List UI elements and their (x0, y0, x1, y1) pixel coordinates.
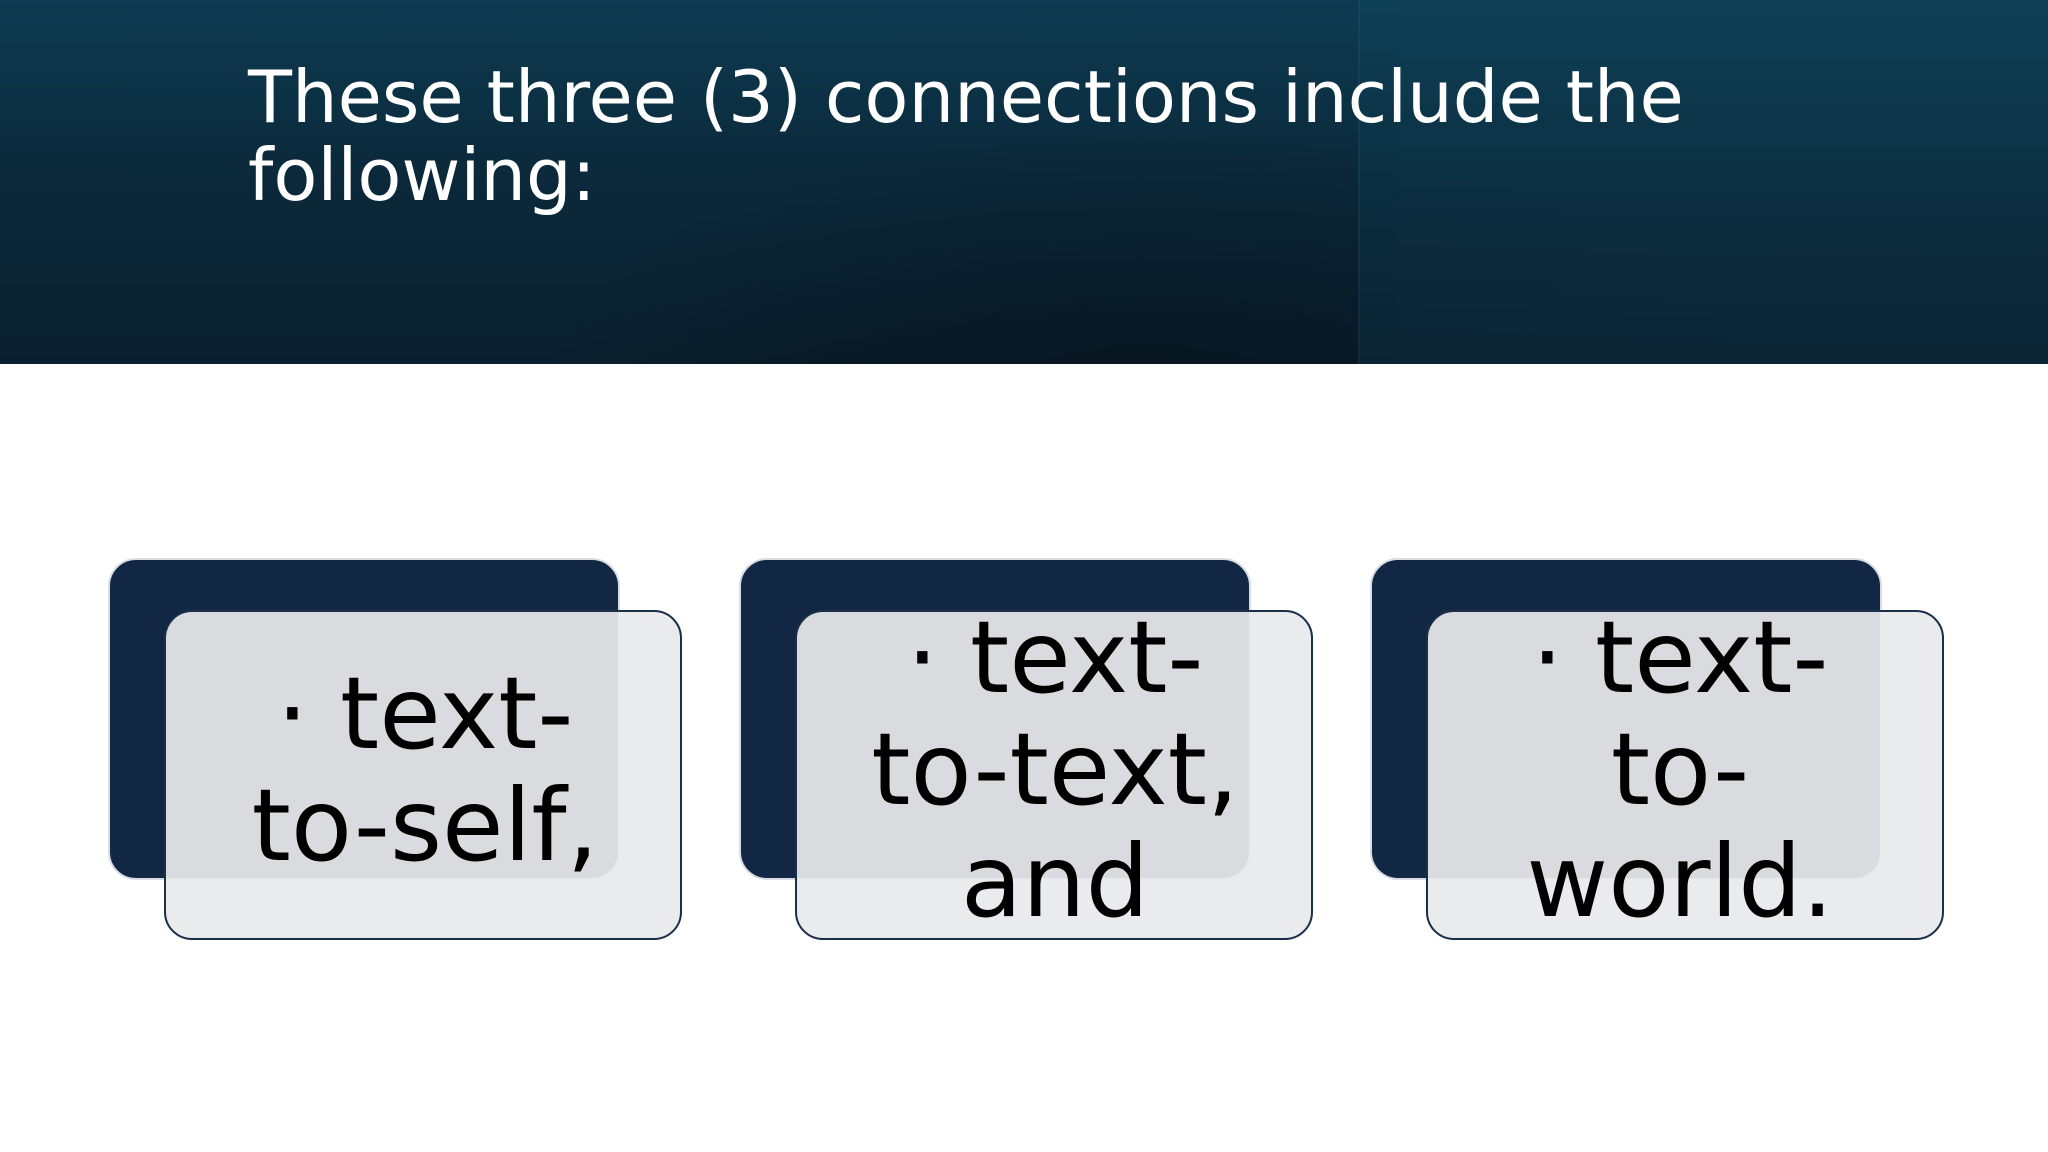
card-1-text: · text- to-self, (251, 655, 599, 884)
card-1-front (164, 610, 682, 940)
card-3-text: · text- to- world. (1526, 599, 1834, 940)
card-2-front (795, 610, 1313, 940)
header-right-panel (1358, 0, 2048, 364)
header-band (0, 0, 2048, 364)
slide-title: These three (3) connections include the … (248, 55, 1684, 217)
card-2-text: · text- to-text, and (871, 599, 1239, 940)
card-3-front (1426, 610, 1944, 940)
